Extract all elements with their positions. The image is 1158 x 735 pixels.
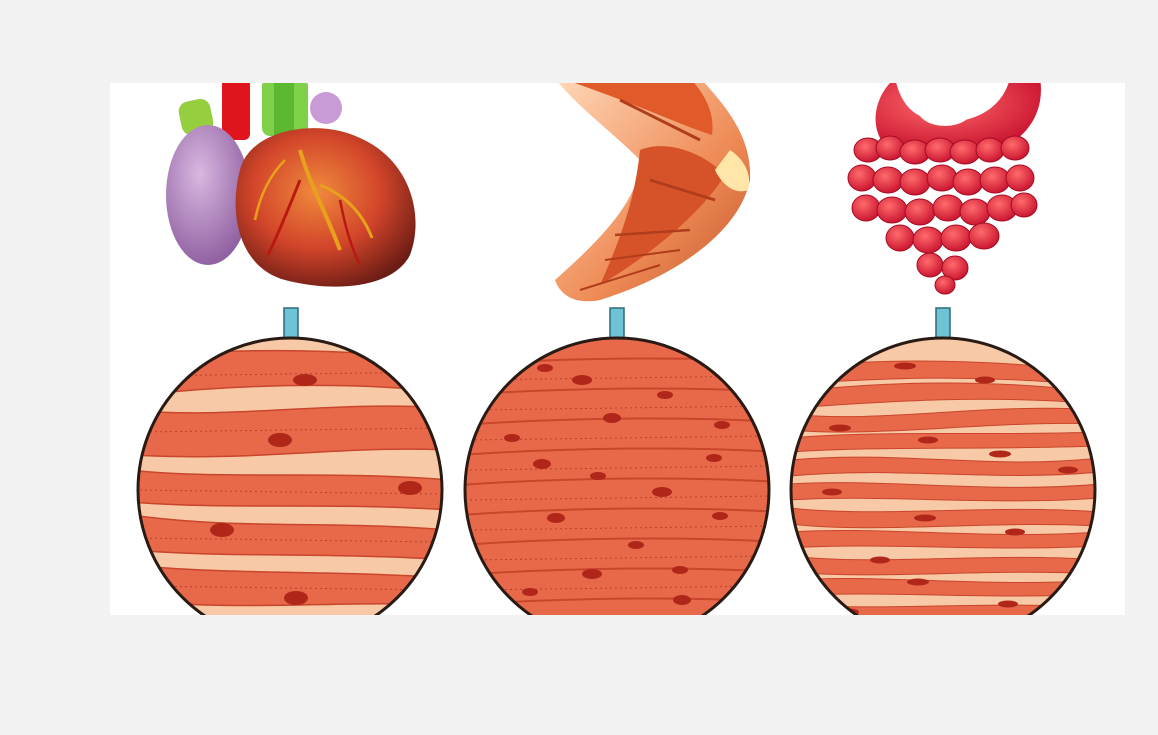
figure-canvas <box>0 0 1158 735</box>
diagram-svg <box>0 0 1158 735</box>
